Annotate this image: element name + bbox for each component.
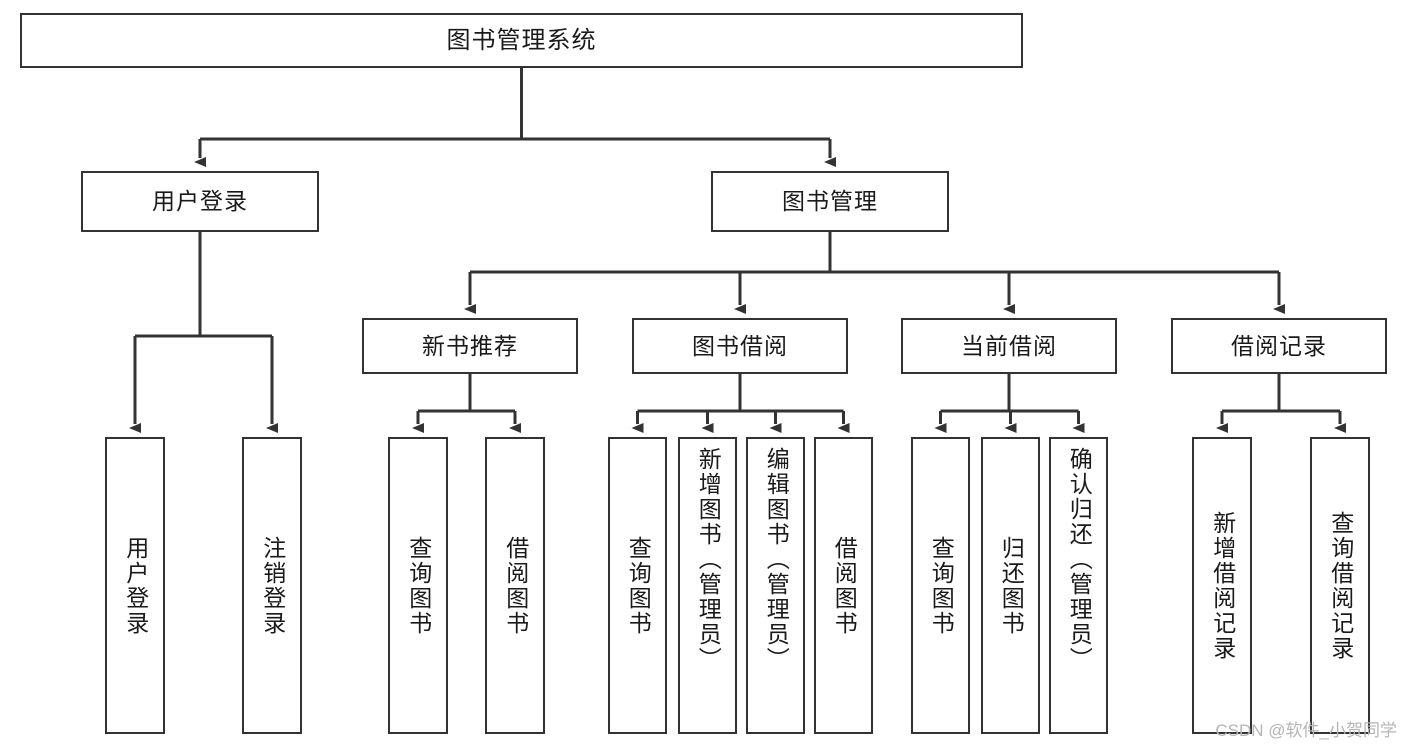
node-label: 编辑图书（管理员） — [763, 447, 790, 672]
node-leaf-query-record[interactable]: 查询借阅记录 — [1310, 437, 1370, 734]
node-label: 查询借阅记录 — [1327, 510, 1354, 661]
node-label: 确认归还（管理员） — [1066, 447, 1093, 672]
node-leaf-user-logout[interactable]: 注销登录 — [242, 437, 302, 734]
node-label: 当前借阅 — [961, 332, 1057, 359]
node-leaf-borrow-book-2[interactable]: 借阅图书 — [814, 437, 873, 734]
node-label: 新增图书（管理员） — [695, 447, 722, 672]
node-leaf-query-book-3[interactable]: 查询图书 — [911, 437, 970, 734]
node-book-manage[interactable]: 图书管理 — [711, 171, 949, 232]
node-label: 新书推荐 — [422, 332, 518, 359]
node-leaf-confirm-return[interactable]: 确认归还（管理员） — [1049, 437, 1108, 734]
node-book-borrow[interactable]: 图书借阅 — [632, 318, 848, 374]
node-label: 新增借阅记录 — [1209, 510, 1236, 661]
node-leaf-query-book-2[interactable]: 查询图书 — [608, 437, 667, 734]
node-label: 用户登录 — [122, 535, 149, 636]
node-root[interactable]: 图书管理系统 — [20, 13, 1023, 68]
node-label: 借阅记录 — [1231, 332, 1327, 359]
node-user-login[interactable]: 用户登录 — [81, 171, 319, 232]
node-label: 用户登录 — [152, 188, 248, 215]
watermark-label: CSDN @软件_小贺同学 — [1215, 721, 1397, 740]
node-label: 查询图书 — [928, 535, 955, 636]
node-leaf-add-book[interactable]: 新增图书（管理员） — [678, 437, 737, 734]
node-leaf-query-book-1[interactable]: 查询图书 — [388, 437, 448, 734]
node-label: 图书管理系统 — [446, 26, 597, 54]
node-label: 借阅图书 — [831, 535, 858, 636]
node-leaf-add-record[interactable]: 新增借阅记录 — [1192, 437, 1252, 734]
node-label: 图书管理 — [782, 188, 878, 215]
node-label: 查询图书 — [625, 535, 652, 636]
node-label: 查询图书 — [405, 535, 432, 636]
node-label: 归还图书 — [998, 535, 1025, 636]
node-borrow-record[interactable]: 借阅记录 — [1171, 318, 1387, 374]
node-current-borrow[interactable]: 当前借阅 — [901, 318, 1117, 374]
node-leaf-edit-book[interactable]: 编辑图书（管理员） — [746, 437, 805, 734]
node-label: 借阅图书 — [502, 535, 529, 636]
node-leaf-borrow-book-1[interactable]: 借阅图书 — [485, 437, 545, 734]
node-leaf-return-book[interactable]: 归还图书 — [981, 437, 1040, 734]
node-label: 注销登录 — [259, 535, 286, 636]
node-label: 图书借阅 — [692, 332, 788, 359]
node-leaf-user-login[interactable]: 用户登录 — [105, 437, 165, 734]
node-new-book-rec[interactable]: 新书推荐 — [362, 318, 578, 374]
